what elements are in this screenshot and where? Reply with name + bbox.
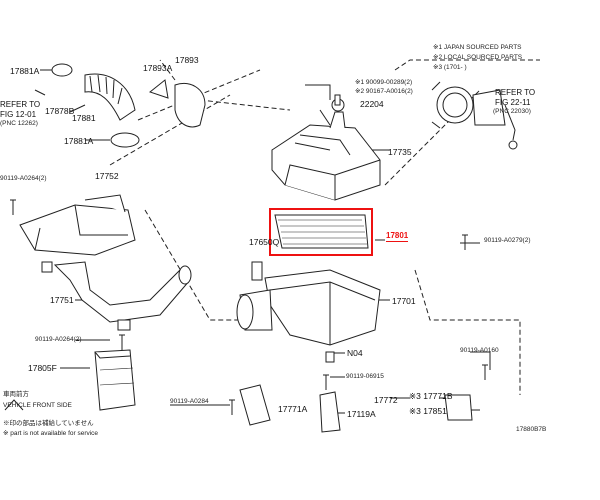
part-17752[interactable]: 17752 bbox=[95, 171, 119, 181]
ref-right-2: FIG 22-11 bbox=[495, 98, 531, 107]
part-17881A-top[interactable]: 17881A bbox=[10, 66, 40, 76]
inlet-hose bbox=[53, 261, 192, 323]
air-cleaner-case bbox=[236, 261, 381, 346]
part-90167-A0016[interactable]: ※2 90167-A0016(2) bbox=[355, 88, 413, 95]
part-17801-highlighted[interactable]: 17801 bbox=[386, 231, 409, 242]
unavailable-note-jp: ※印の部品は補給していません bbox=[3, 420, 94, 427]
diagram-code: 17880B7B bbox=[516, 426, 547, 433]
leader-line bbox=[305, 84, 331, 100]
part-90119-A0279[interactable]: 90119-A0279(2) bbox=[484, 237, 531, 244]
part-17881A-bottom[interactable]: 17881A bbox=[64, 136, 94, 146]
leader-line bbox=[384, 89, 481, 186]
vehicle-front-jp: 車両前方 bbox=[3, 391, 29, 398]
part-90119-A0284[interactable]: 90119-A0284 bbox=[170, 398, 209, 405]
note-local-sourced: ※2 LOCAL SOURCED PARTS bbox=[433, 54, 523, 61]
ref-right-1: REFER TO bbox=[495, 88, 536, 97]
note-date-range: ※3 (1701- ) bbox=[433, 64, 467, 71]
resonator-box bbox=[94, 349, 136, 411]
part-17881[interactable]: 17881 bbox=[72, 113, 96, 123]
leader-line bbox=[144, 209, 250, 321]
leader-line bbox=[34, 69, 110, 141]
part-22204[interactable]: 22204 bbox=[360, 99, 384, 109]
note-japan-sourced: ※1 JAPAN SOURCED PARTS bbox=[433, 44, 522, 51]
part-17893[interactable]: 17893 bbox=[175, 55, 199, 65]
air-filter-element bbox=[274, 214, 369, 249]
unavailable-note-en: ※ part is not available for service bbox=[3, 430, 99, 437]
bolts bbox=[10, 94, 488, 415]
leader-line bbox=[470, 351, 491, 370]
leader-line bbox=[159, 59, 291, 111]
part-17771B[interactable]: ※3 17771B bbox=[409, 391, 453, 401]
part-N04[interactable]: N04 bbox=[347, 348, 363, 358]
part-17735[interactable]: 17735 bbox=[388, 147, 412, 157]
inlet-duct bbox=[19, 194, 136, 256]
part-17119A[interactable]: 17119A bbox=[347, 409, 376, 419]
part-90119-06915[interactable]: 90119-06915 bbox=[346, 373, 384, 380]
part-90099-00289[interactable]: ※1 90099-00289(2) bbox=[355, 79, 413, 86]
part-17893A[interactable]: 17893A bbox=[143, 63, 173, 73]
ref-left-1: REFER TO bbox=[0, 100, 41, 109]
brackets bbox=[239, 384, 473, 433]
leader-line bbox=[109, 94, 231, 166]
vehicle-front-en: VEHICLE FRONT SIDE bbox=[3, 402, 72, 409]
part-17851[interactable]: ※3 17851 bbox=[409, 406, 447, 416]
ref-left-3: (PNC 12262) bbox=[0, 120, 38, 127]
part-17650Q[interactable]: 17650Q bbox=[249, 237, 280, 247]
part-90119-A0264-top[interactable]: 90119-A0264(2) bbox=[0, 175, 47, 182]
highlight-box bbox=[269, 208, 373, 256]
vehicle-front-arrow-icon bbox=[4, 399, 24, 411]
part-17805F[interactable]: 17805F bbox=[28, 363, 57, 373]
leader-line bbox=[414, 269, 521, 395]
air-cleaner-cap bbox=[271, 98, 381, 201]
part-17878B[interactable]: 17878B bbox=[45, 106, 75, 116]
ref-right-3: (PNC 22030) bbox=[493, 108, 531, 115]
leader-line bbox=[394, 59, 540, 71]
part-17772[interactable]: 17772 bbox=[374, 395, 398, 405]
part-17751[interactable]: 17751 bbox=[50, 295, 74, 305]
throttle-body bbox=[431, 81, 518, 150]
part-90119-A0160[interactable]: 90119-A0160 bbox=[460, 347, 499, 354]
part-17701[interactable]: 17701 bbox=[392, 296, 416, 306]
part-17771A[interactable]: 17771A bbox=[278, 404, 308, 414]
intake-hose bbox=[51, 63, 206, 148]
ref-left-2: FIG 12-01 bbox=[0, 110, 37, 119]
leader-line bbox=[319, 109, 331, 126]
part-90119-A0264-mid[interactable]: 90119-A0264(2) bbox=[35, 336, 82, 343]
